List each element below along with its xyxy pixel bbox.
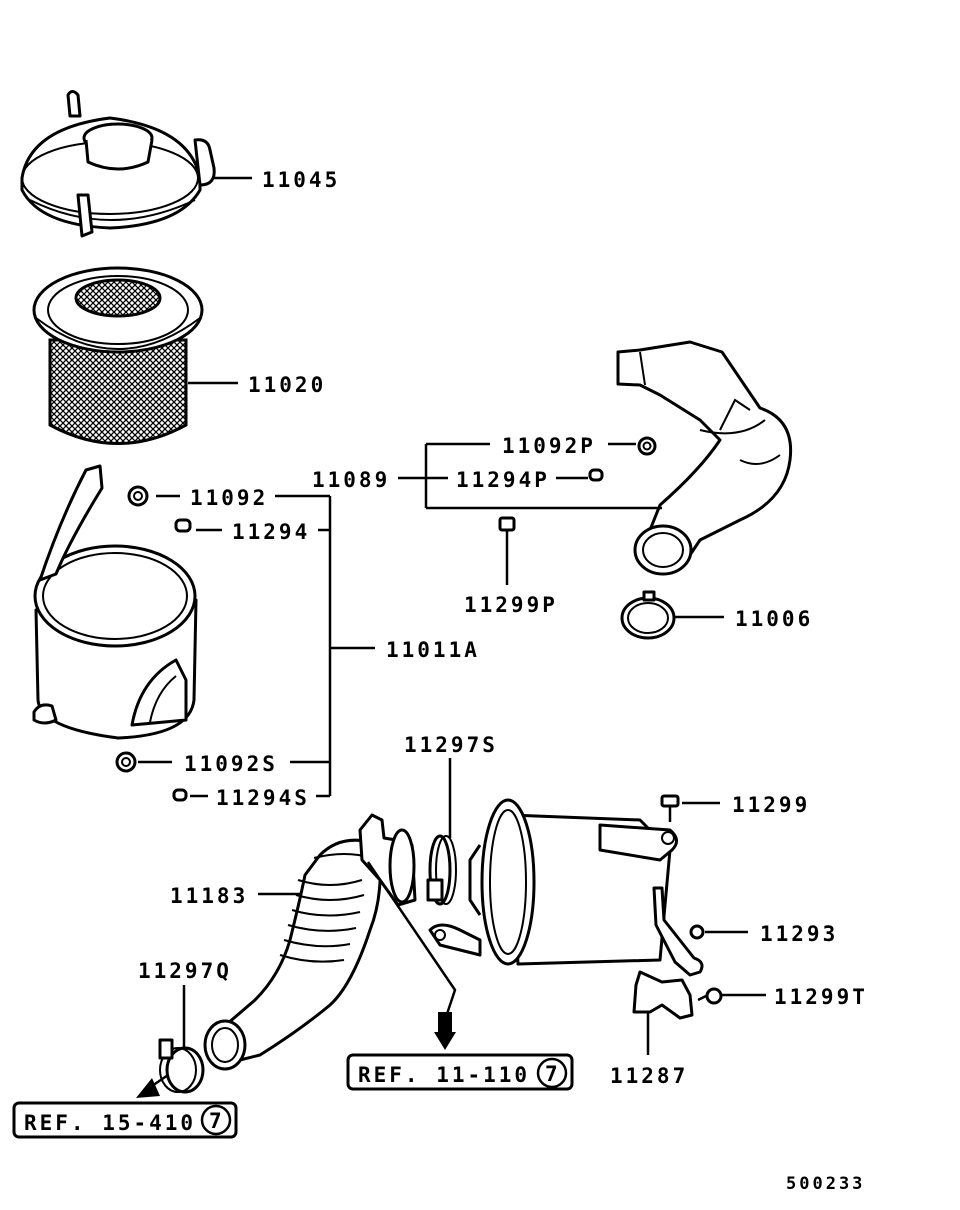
grommet-11294P-icon xyxy=(588,468,604,482)
part-number-11293: 11293 xyxy=(760,922,838,946)
leader-11011A-bracket xyxy=(138,494,375,798)
bracket-11287 xyxy=(632,886,704,1020)
intake-duct xyxy=(616,340,793,576)
resonator-chamber xyxy=(428,798,678,966)
part-number-11294S: 11294S xyxy=(216,786,310,810)
nut-11092S-icon xyxy=(115,751,137,773)
bolt-11299T-icon xyxy=(697,987,723,1005)
part-number-11287: 11287 xyxy=(610,1064,688,1088)
leader-11089-bracket xyxy=(398,442,662,585)
ref-arrow-15-410 xyxy=(136,1073,169,1098)
grommet-11294S-icon xyxy=(172,788,188,802)
nut-11092P-icon xyxy=(637,436,657,456)
part-number-11006: 11006 xyxy=(735,607,813,631)
ref-box-11-110[interactable]: REF. 11-110 7 xyxy=(346,1053,574,1091)
nut-11092-icon xyxy=(127,485,149,507)
part-number-11297Q: 11297Q xyxy=(138,959,232,983)
diagram-id: 500233 xyxy=(786,1174,865,1194)
part-number-11297S: 11297S xyxy=(404,733,498,757)
part-number-11011A: 11011A xyxy=(386,638,480,662)
part-number-11092S: 11092S xyxy=(184,752,278,776)
air-cleaner-case xyxy=(32,464,198,740)
part-number-11183: 11183 xyxy=(170,884,248,908)
bolt-11299-icon xyxy=(660,794,680,822)
part-number-11299T: 11299T xyxy=(774,985,868,1009)
part-number-11089: 11089 xyxy=(312,468,390,492)
part-number-11092P: 11092P xyxy=(502,434,596,458)
part-number-11045: 11045 xyxy=(262,168,340,192)
ref-arrow-11-110 xyxy=(366,861,457,1050)
intake-hose-11183 xyxy=(203,813,417,1071)
ref-text-11-110: REF. 11-110 xyxy=(358,1063,530,1087)
hose-clamp-11297Q xyxy=(158,1038,205,1094)
part-number-11299P: 11299P xyxy=(464,593,558,617)
part-number-11294P: 11294P xyxy=(456,468,550,492)
part-number-11294: 11294 xyxy=(232,520,310,544)
part-number-11020: 11020 xyxy=(248,373,326,397)
part-number-11092: 11092 xyxy=(190,486,268,510)
ref-circle-number-2: 7 xyxy=(209,1109,222,1133)
ref-text-15-410: REF. 15-410 xyxy=(24,1111,196,1135)
ref-circle-number-1: 7 xyxy=(545,1062,558,1086)
air-filter-element xyxy=(32,266,204,445)
nut-11293-icon xyxy=(689,924,705,940)
hose-clamp-11297S xyxy=(426,834,457,906)
part-number-11299: 11299 xyxy=(732,793,810,817)
hose-clamp-11006 xyxy=(620,590,676,640)
grommet-11294-icon xyxy=(174,518,192,533)
air-cleaner-cover xyxy=(20,90,216,238)
ref-box-15-410[interactable]: REF. 15-410 7 xyxy=(12,1101,238,1139)
bolt-11299P-icon xyxy=(498,516,516,540)
